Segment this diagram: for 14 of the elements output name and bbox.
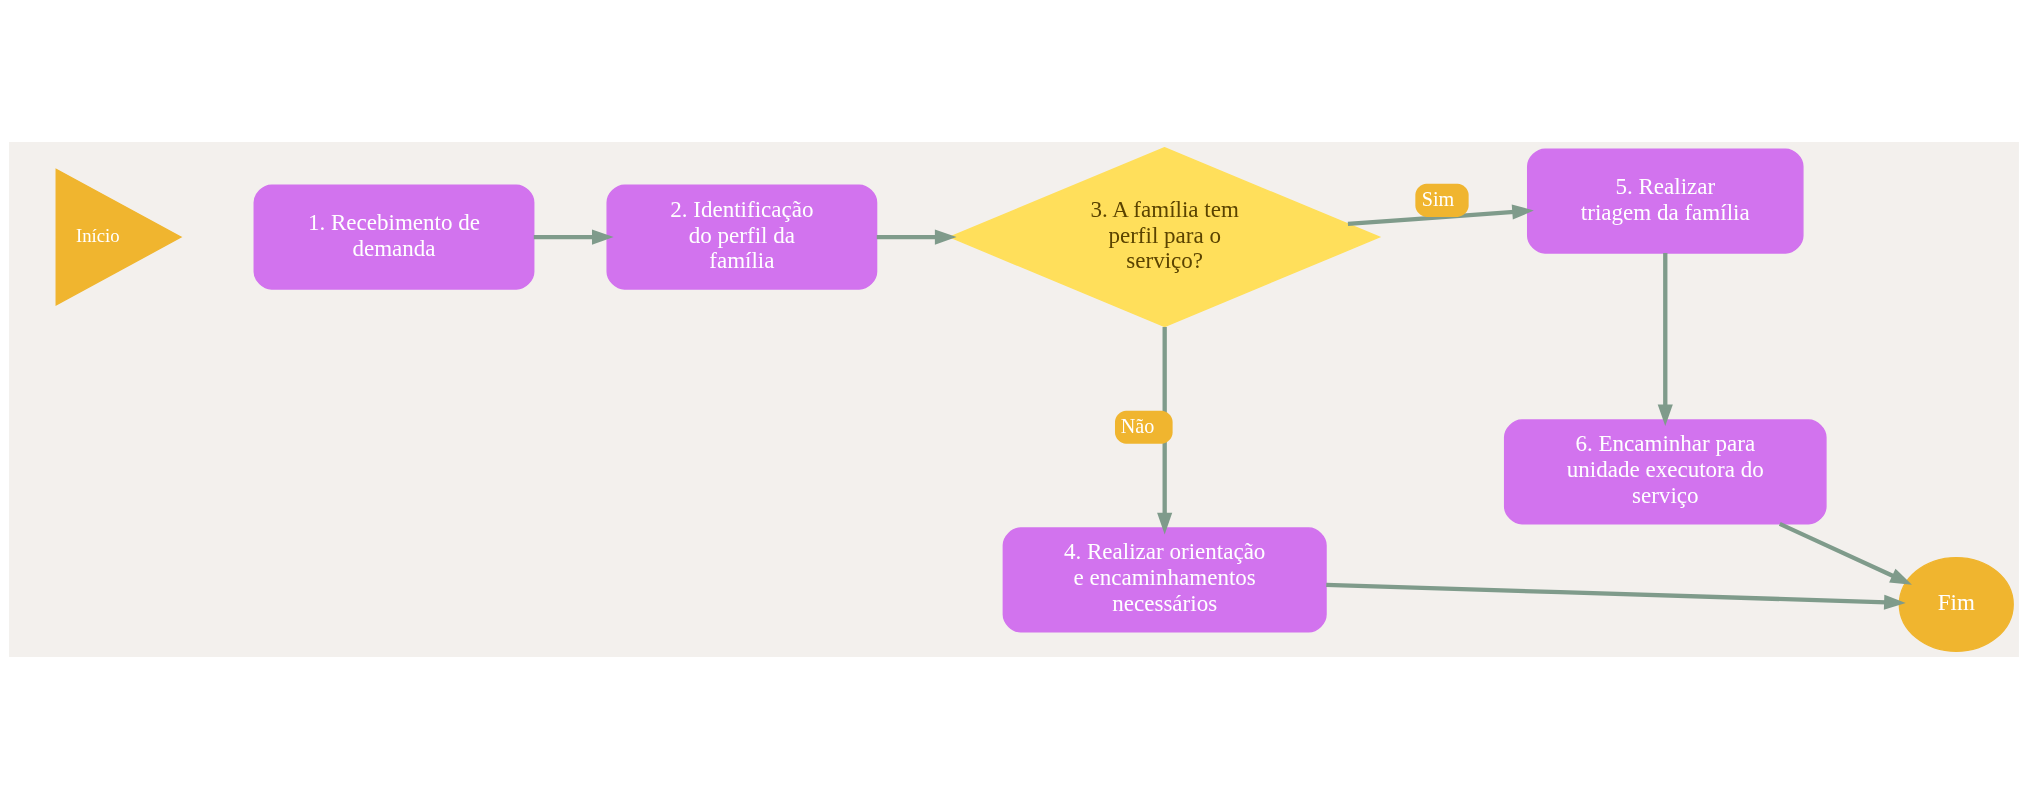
node-box: 6. Encaminhar para unidade executora do serviço — [1503, 418, 1827, 524]
edge-label: Não — [1120, 414, 1154, 437]
arrow — [1347, 203, 1534, 226]
edge-label: Sim — [1421, 187, 1454, 210]
node-box: 2. Identificação do perfil da família — [605, 184, 877, 290]
arrow — [1778, 521, 1912, 585]
node-box: 5. Realizar triagem da família — [1526, 148, 1804, 254]
node-box: 1. Recebimento de demanda — [253, 184, 534, 290]
arrow — [1325, 582, 1906, 610]
node-ellipse: Fim — [1898, 556, 2014, 652]
arrow — [1657, 252, 1673, 426]
arrow — [533, 229, 614, 245]
node-box: 4. Realizar orientação e encaminhamentos necessários — [1002, 526, 1327, 632]
arrow — [876, 229, 957, 245]
